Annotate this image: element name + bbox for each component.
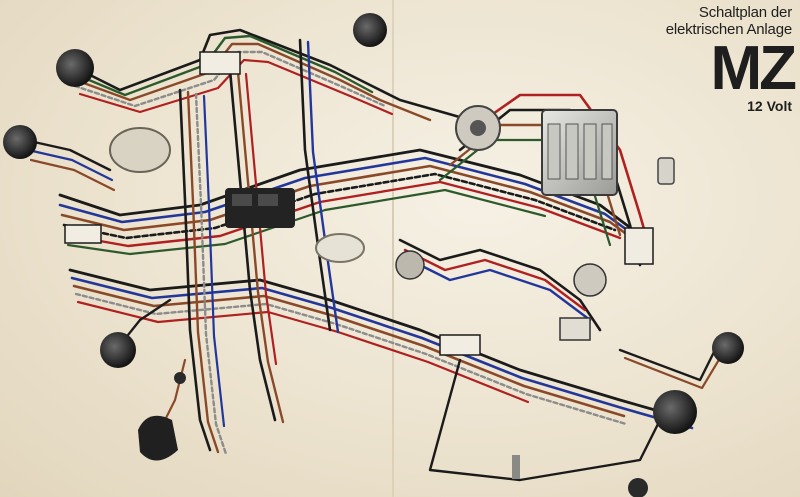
wire-harness bbox=[23, 28, 722, 482]
voltage-label: 12 Volt bbox=[747, 98, 792, 114]
wire-brown bbox=[186, 90, 220, 454]
wire-black bbox=[398, 238, 602, 332]
wire-black bbox=[58, 148, 642, 237]
wire-black bbox=[178, 88, 212, 452]
spark-plug-icon bbox=[512, 455, 520, 479]
components bbox=[3, 13, 744, 497]
wire-black bbox=[58, 28, 472, 122]
ignition-coil-icon bbox=[315, 233, 365, 263]
wire-brown bbox=[623, 356, 722, 390]
wire-brown bbox=[68, 42, 432, 122]
wire-black bbox=[298, 38, 332, 332]
wire-blue bbox=[408, 258, 592, 322]
title-line-1: Schaltplan der bbox=[698, 4, 792, 21]
wire-brown bbox=[72, 284, 626, 418]
handlebar-switch-icon bbox=[138, 415, 178, 461]
wire-brown bbox=[236, 70, 285, 424]
terminal-block-icon bbox=[64, 224, 102, 244]
switch-icon bbox=[573, 263, 607, 297]
connector-icon bbox=[174, 372, 186, 384]
wire-black-dashed bbox=[62, 172, 617, 240]
wire-red bbox=[78, 58, 394, 116]
wire-black bbox=[228, 68, 277, 422]
lamp-icon bbox=[100, 332, 136, 368]
wire-brown bbox=[60, 164, 650, 252]
terminal-block-icon bbox=[439, 334, 481, 356]
horn-icon bbox=[353, 13, 387, 47]
indicator-lamp-icon bbox=[56, 49, 94, 87]
wire-red bbox=[244, 72, 278, 366]
wire-black bbox=[618, 348, 717, 382]
title-block: Schaltplan der elektrischen Anlage MZ 12… bbox=[665, 4, 797, 114]
battery-icon bbox=[541, 109, 618, 196]
title-line-2: elektrischen Anlage bbox=[665, 21, 792, 38]
rectifier-icon bbox=[624, 227, 654, 265]
wire-black bbox=[68, 268, 692, 422]
wire-blue bbox=[306, 40, 340, 334]
wire-green bbox=[63, 34, 374, 97]
wire-brown bbox=[29, 158, 116, 192]
wire-blue bbox=[58, 156, 647, 245]
terminal-block-icon bbox=[199, 51, 241, 75]
brand-logo: MZ bbox=[710, 34, 797, 103]
page-fold bbox=[392, 0, 394, 497]
capacitor-icon bbox=[657, 157, 675, 185]
wire-blue bbox=[202, 94, 226, 428]
wire-blue bbox=[26, 148, 114, 182]
wire-black bbox=[23, 138, 112, 172]
indicator-lamp-icon bbox=[3, 125, 37, 159]
wire-black bbox=[428, 358, 662, 482]
tail-lamp-icon bbox=[653, 390, 697, 434]
number-plate-lamp-icon bbox=[628, 478, 648, 497]
brake-switch-icon bbox=[712, 332, 744, 364]
wire-red bbox=[403, 248, 587, 312]
wire-grey-dashed bbox=[194, 92, 228, 456]
wire-red bbox=[76, 300, 530, 404]
switch-icon bbox=[559, 317, 591, 341]
headlamp-icon bbox=[109, 127, 171, 173]
switch-icon bbox=[395, 250, 425, 280]
wire-blue bbox=[70, 276, 694, 430]
